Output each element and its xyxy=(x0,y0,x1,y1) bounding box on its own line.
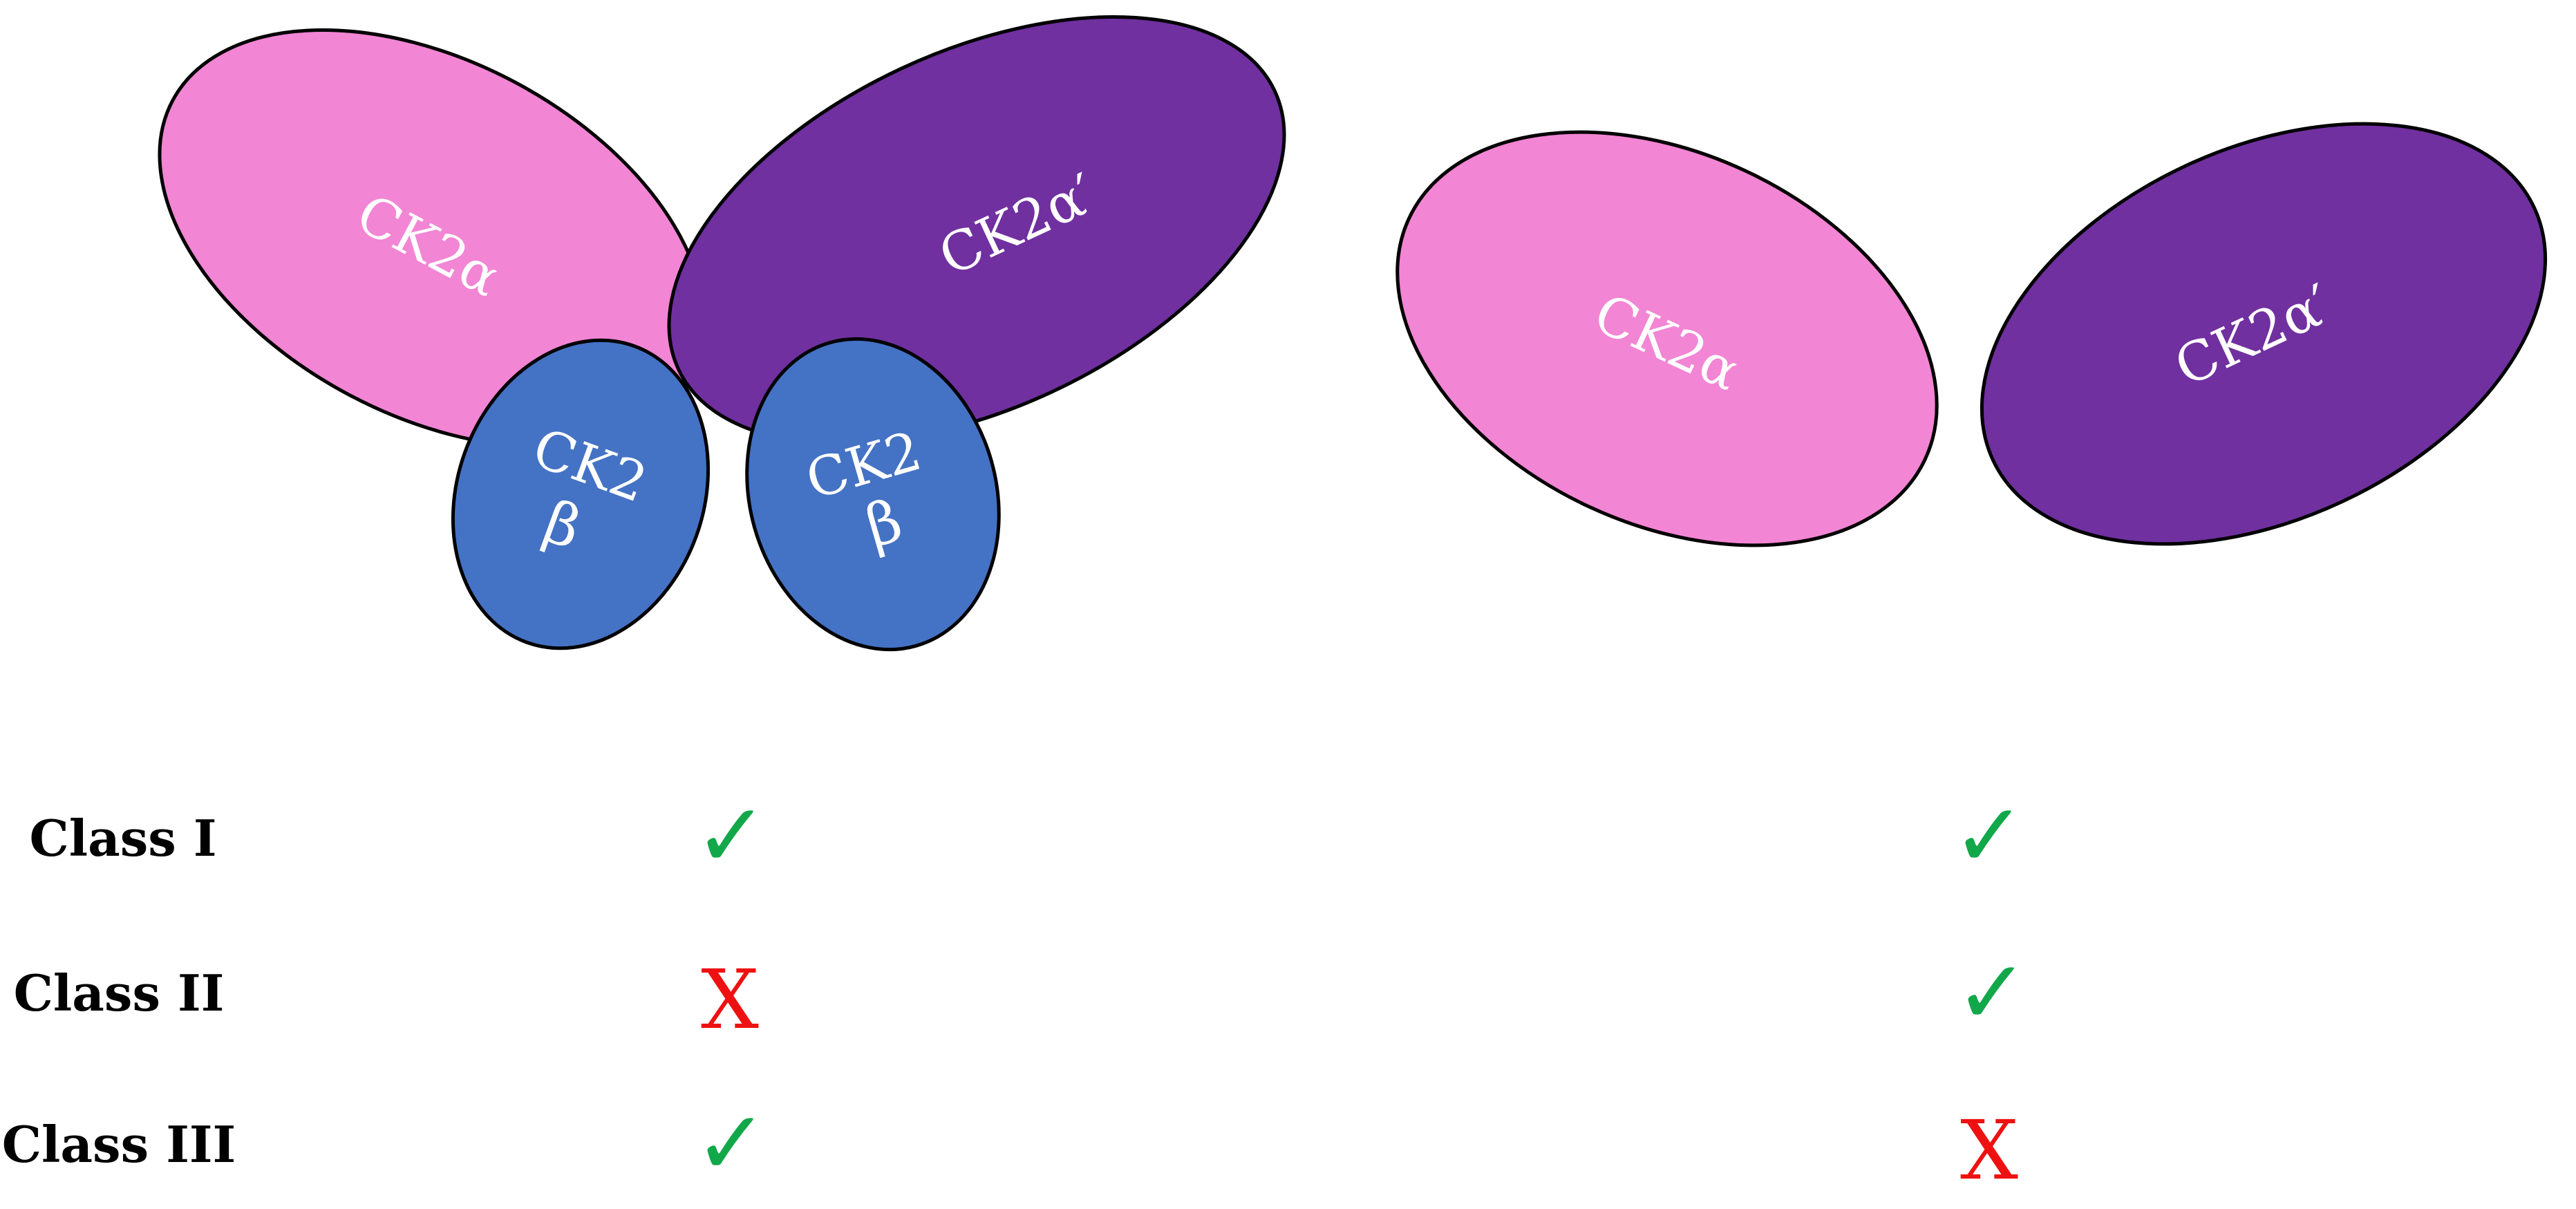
holoenzyme-ck2-beta-right-shape xyxy=(745,337,1001,652)
holoenzyme-check-mark: ✓ xyxy=(694,785,768,888)
free-ck2-alpha-shape xyxy=(1395,130,1939,547)
free-subunits: CK2α CK2α′ xyxy=(1395,122,2548,547)
class-label: Class II xyxy=(14,964,225,1022)
class-row: Class II X ✓ xyxy=(14,941,2029,1047)
holoenzyme-ck2-alpha-prime-shape xyxy=(667,15,1286,445)
free-subunits-cross-mark: X xyxy=(1960,1103,2018,1198)
free-subunits-check-mark: ✓ xyxy=(1955,941,2029,1044)
holoenzyme-cross-mark: X xyxy=(701,952,759,1047)
class-row: Class III ✓ X xyxy=(2,1092,2018,1198)
class-row: Class I ✓ ✓ xyxy=(29,785,2026,888)
free-ck2-alpha-prime-shape xyxy=(1980,122,2548,546)
inhibitor-class-table: Class I ✓ ✓ Class II X ✓ Class III ✓ X xyxy=(2,785,2029,1198)
class-label: Class I xyxy=(29,809,216,868)
free-subunits-check-mark: ✓ xyxy=(1952,785,2026,888)
holoenzyme-check-mark: ✓ xyxy=(694,1092,768,1195)
holoenzyme-ck2-beta-left-shape xyxy=(451,338,711,650)
holoenzyme-complex: CK2α CK2α′ CK2 β CK2 β xyxy=(158,15,1286,652)
class-label: Class III xyxy=(2,1115,236,1174)
